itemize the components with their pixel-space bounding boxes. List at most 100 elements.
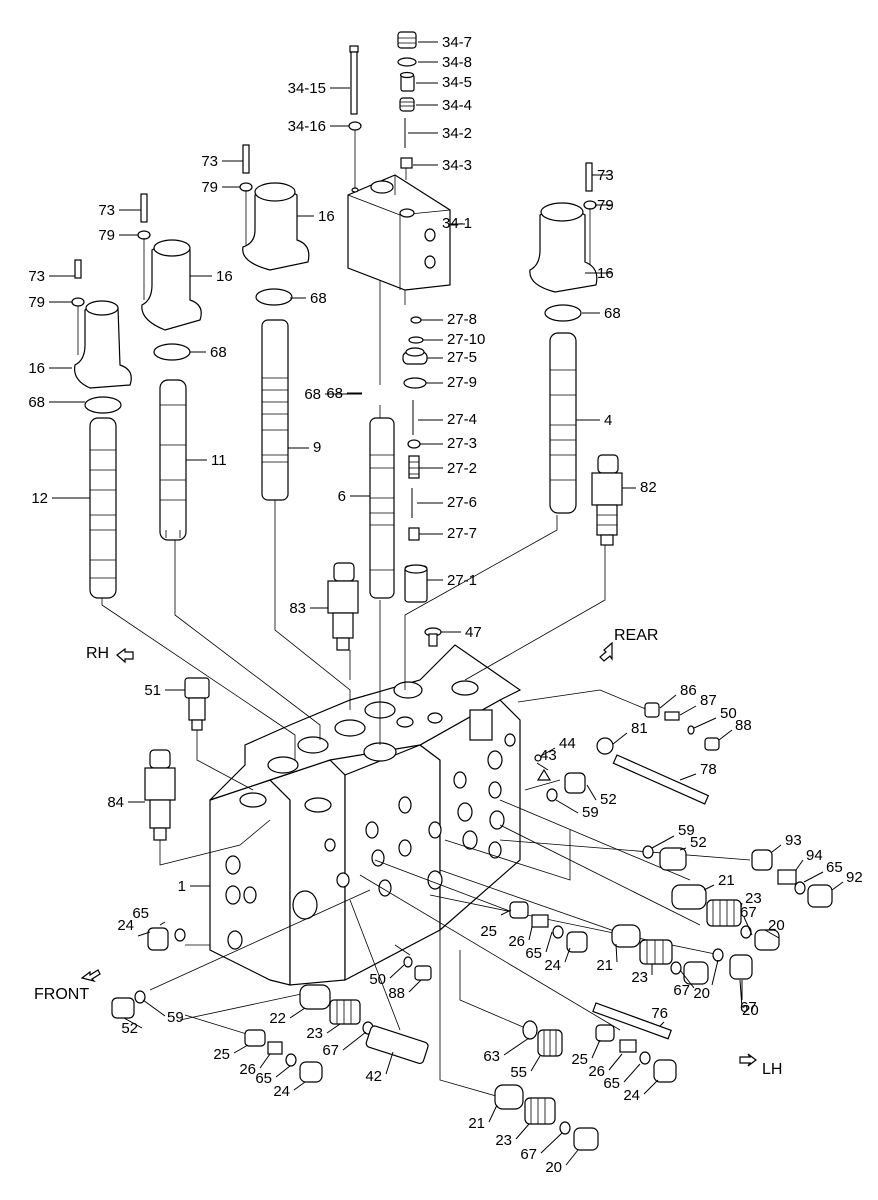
callout-label: 88 (735, 717, 752, 734)
callout-label: 23 (745, 890, 762, 907)
right-hardware (534, 702, 833, 985)
relief-valve-34-stack (347, 31, 451, 305)
callout-label: 27-10 (447, 331, 485, 348)
callout-label: 34-15 (288, 80, 326, 97)
callout-label: 79 (28, 294, 45, 311)
callout-label: 59 (678, 822, 695, 839)
callout-label: 34-8 (442, 54, 472, 71)
callout-leader (795, 859, 804, 871)
callout-label: 27-4 (447, 411, 477, 428)
callout-leader (275, 1065, 291, 1078)
direction-indicators: RH REAR FRONT LH (34, 627, 782, 1078)
callout-leader (342, 1031, 367, 1051)
callout-label: 12 (31, 490, 48, 507)
callout-leader (679, 705, 697, 716)
relief-valve-83 (327, 562, 359, 651)
callout-leader (137, 931, 151, 937)
callout-label: 34-16 (288, 118, 326, 135)
callout-label: 23 (495, 1132, 512, 1149)
callout-leader (615, 943, 618, 963)
callout-label: 65 (603, 1075, 620, 1092)
callout-leader (259, 1053, 271, 1069)
callout-label: 21 (468, 1115, 485, 1132)
callout-leader (123, 1017, 143, 1029)
callout-label: 23 (306, 1025, 323, 1042)
callout-label: 94 (806, 847, 823, 864)
direction-lh-arrow-icon (739, 1053, 757, 1067)
direction-rh-arrow-icon (116, 647, 134, 664)
callout-label: 68 (310, 290, 327, 307)
direction-rear-label: REAR (614, 627, 658, 644)
callout-label: 68 (304, 386, 321, 403)
callout-label: 73 (201, 153, 218, 170)
callout-label: 27-6 (447, 494, 477, 511)
callout-label: 87 (700, 692, 717, 709)
callout-leader (831, 881, 844, 891)
callout-leader (623, 1063, 641, 1083)
callout-label: 21 (718, 872, 735, 889)
callout-label: 26 (239, 1061, 256, 1078)
solenoid-mid-left (137, 193, 202, 361)
callout-leader (233, 1044, 249, 1054)
callout-label: 67 (673, 982, 690, 999)
check-valve-27-stack (402, 316, 428, 603)
callout-label: 26 (508, 933, 525, 950)
callout-label: 11 (211, 452, 227, 469)
callout-label: 65 (255, 1070, 272, 1087)
callout-label: 81 (631, 720, 648, 737)
callout-label: 50 (369, 971, 386, 988)
callout-label: 73 (28, 268, 45, 285)
callout-label: 76 (651, 1005, 668, 1022)
callout-label: 27-7 (447, 525, 477, 542)
callout-label: 86 (680, 682, 697, 699)
callout-label: 67 (322, 1042, 339, 1059)
callout-label: 16 (216, 268, 233, 285)
callout-label: 84 (107, 794, 124, 811)
callout-labels: 34-734-834-534-434-234-334-134-1534-1673… (28, 34, 862, 1176)
callout-leader (771, 844, 782, 853)
callout-leader (555, 799, 579, 814)
callout-label: 25 (480, 923, 497, 940)
callout-leader (528, 926, 533, 941)
callout-label: 79 (98, 227, 115, 244)
callout-leader (142, 999, 166, 1017)
callout-leaders (49, 41, 844, 1166)
callout-leader (679, 847, 687, 851)
callout-leader (803, 871, 824, 883)
callout-label: 67 (520, 1146, 537, 1163)
callout-leader (515, 1123, 530, 1140)
callout-label: 50 (720, 705, 737, 722)
direction-front-arrow-icon (80, 969, 101, 983)
callout-leader (564, 947, 571, 963)
callout-label: 52 (600, 791, 617, 808)
callout-leader (536, 762, 549, 771)
callout-label: 16 (28, 360, 45, 377)
direction-lh-label: LH (762, 1061, 782, 1078)
callout-label: 21 (596, 957, 613, 974)
callout-label: 16 (597, 265, 614, 282)
callout-leader (503, 1037, 530, 1056)
callout-leader (565, 1149, 579, 1166)
callout-label: 67 (740, 904, 757, 921)
callout-leader (540, 1132, 563, 1154)
callout-label: 92 (846, 869, 863, 886)
callout-label: 52 (121, 1020, 138, 1037)
callout-label: 27-1 (447, 572, 477, 589)
callout-label: 82 (640, 479, 657, 496)
callout-label: 78 (700, 761, 717, 778)
callout-label: 65 (132, 905, 149, 922)
callout-label: 24 (117, 917, 134, 934)
callout-label: 25 (213, 1046, 230, 1063)
spool-4 (549, 332, 577, 514)
callout-label: 68 (210, 344, 227, 361)
callout-leader (739, 979, 743, 1009)
callout-label: 68 (28, 394, 45, 411)
callout-leader (159, 921, 166, 926)
callout-label: 22 (269, 1010, 286, 1027)
callout-label: 1 (178, 878, 186, 895)
callout-leader (651, 835, 675, 849)
callout-label: 52 (690, 834, 707, 851)
callout-leader (540, 747, 556, 757)
callout-label: 34-7 (442, 34, 472, 51)
callout-label: 27-5 (447, 349, 477, 366)
